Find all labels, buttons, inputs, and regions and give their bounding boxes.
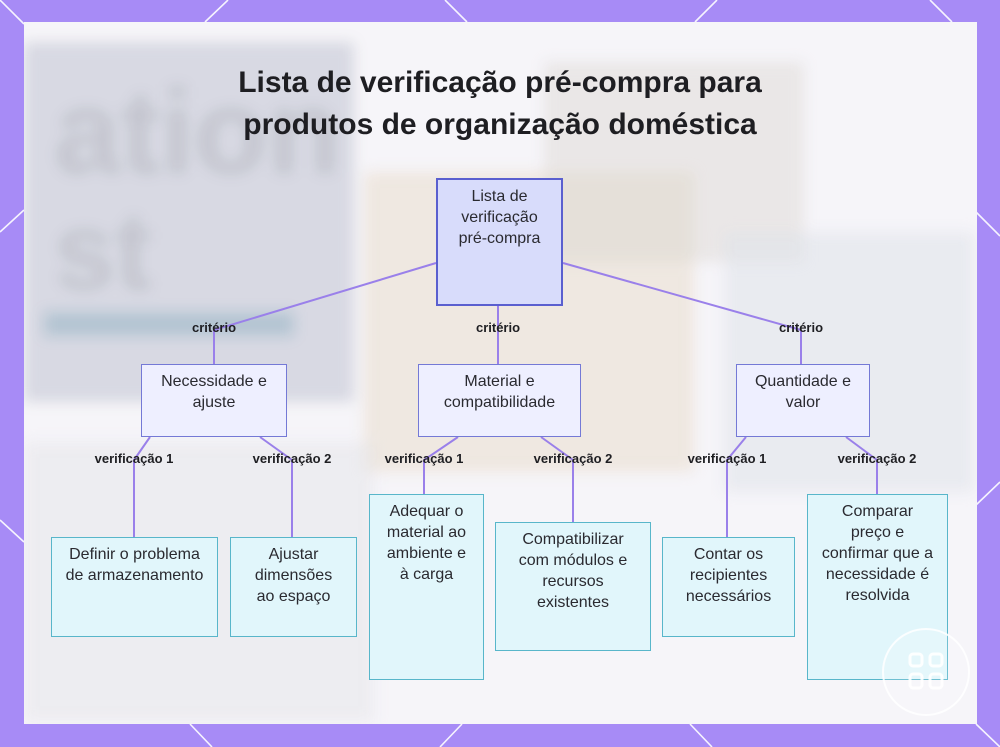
check-node-label: Ajustar dimensões ao espaço [255, 546, 332, 605]
category-node-need: Necessidade e ajuste [141, 364, 287, 437]
check-node-adequate-material: Adequar o material ao ambiente e à carga [369, 494, 484, 680]
check-node-define-problem: Definir o problema de armazenamento [51, 537, 218, 637]
category-node-quantity: Quantidade e valor [736, 364, 870, 437]
check-node-label: Comparar preço e confirmar que a necessi… [822, 503, 933, 604]
root-node-label: Lista de verificação pré-compra [459, 188, 541, 247]
category-node-material: Material e compatibilidade [418, 364, 581, 437]
watermark-glyph-icon [884, 630, 968, 714]
check-node-label: Compatibilizar com módulos e recursos ex… [519, 531, 628, 611]
edge-label-check: verificação 2 [534, 451, 613, 466]
check-node-label: Contar os recipientes necessários [686, 546, 771, 605]
check-node-label: Definir o problema de armazenamento [66, 546, 204, 584]
edge-label-criterion: critério [779, 320, 823, 335]
check-node-compatibility: Compatibilizar com módulos e recursos ex… [495, 522, 651, 651]
root-node: Lista de verificação pré-compra [436, 178, 563, 306]
category-node-label: Quantidade e valor [755, 373, 851, 411]
watermark-logo-icon [882, 628, 970, 716]
connector [541, 437, 573, 522]
check-node-label: Adequar o material ao ambiente e à carga [387, 503, 466, 583]
edge-label-criterion: critério [192, 320, 236, 335]
connector [563, 263, 801, 330]
edge-label-check: verificação 1 [385, 451, 464, 466]
check-node-adjust-dimensions: Ajustar dimensões ao espaço [230, 537, 357, 637]
check-node-count-containers: Contar os recipientes necessários [662, 537, 795, 637]
connector [214, 263, 436, 330]
edge-label-check: verificação 1 [95, 451, 174, 466]
category-node-label: Necessidade e ajuste [161, 373, 267, 411]
edge-label-check: verificação 1 [688, 451, 767, 466]
edge-label-check: verificação 2 [838, 451, 917, 466]
category-node-label: Material e compatibilidade [444, 373, 555, 411]
edge-label-check: verificação 2 [253, 451, 332, 466]
edge-label-criterion: critério [476, 320, 520, 335]
